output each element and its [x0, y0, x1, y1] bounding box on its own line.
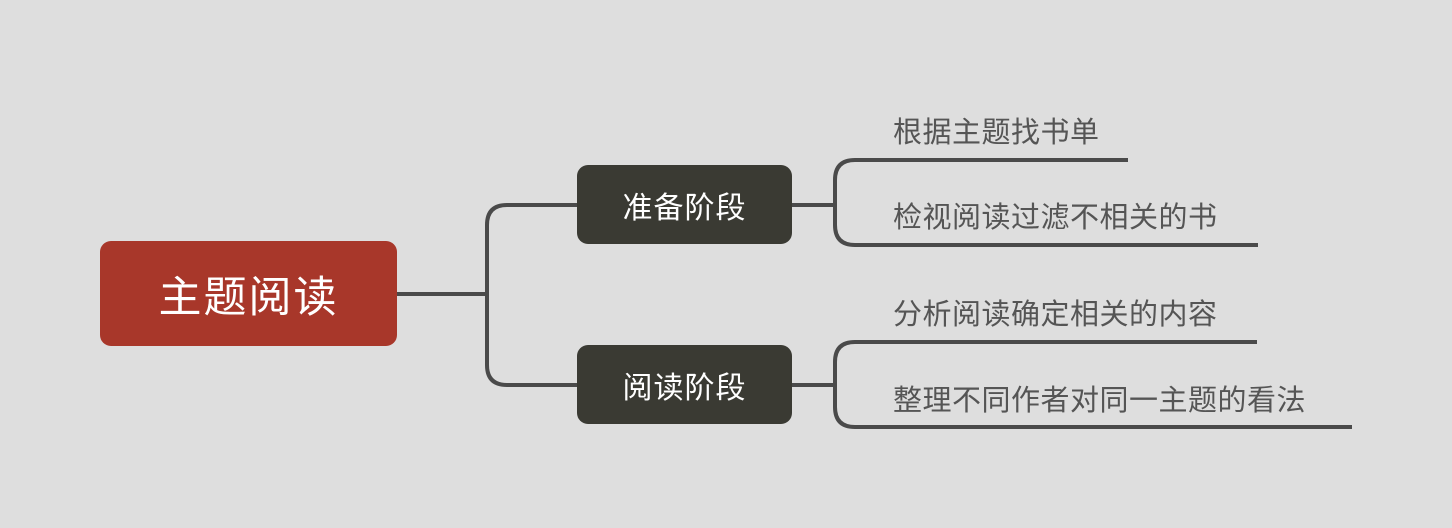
- connector-branch-1-leaf-0: [833, 340, 1257, 385]
- connector-branch-0-leaf-1: [833, 205, 1258, 247]
- connector-trunk-branch-1: [485, 294, 577, 387]
- leaf-label-analytical-reading-relevant[interactable]: 分析阅读确定相关的内容: [893, 299, 1218, 331]
- connector-branch-0-leaf-0: [833, 158, 1128, 205]
- root-node-thematic-reading[interactable]: 主题阅读: [100, 241, 397, 346]
- root-node-label: 主题阅读: [158, 273, 339, 322]
- branch-node-label: 准备阶段: [622, 191, 747, 225]
- branch-node-preparation-stage[interactable]: 准备阶段: [577, 165, 792, 244]
- leaf-label-organize-author-views[interactable]: 整理不同作者对同一主题的看法: [893, 385, 1307, 417]
- branch-node-label: 阅读阶段: [622, 371, 747, 405]
- connector-trunk-branch-0: [485, 203, 577, 294]
- branch-node-reading-stage[interactable]: 阅读阶段: [577, 345, 792, 424]
- leaf-label-find-booklist[interactable]: 根据主题找书单: [893, 117, 1100, 149]
- connector-branch-1-leaf-1: [833, 385, 1352, 429]
- leaf-label-inspectional-reading-filter[interactable]: 检视阅读过滤不相关的书: [893, 202, 1218, 234]
